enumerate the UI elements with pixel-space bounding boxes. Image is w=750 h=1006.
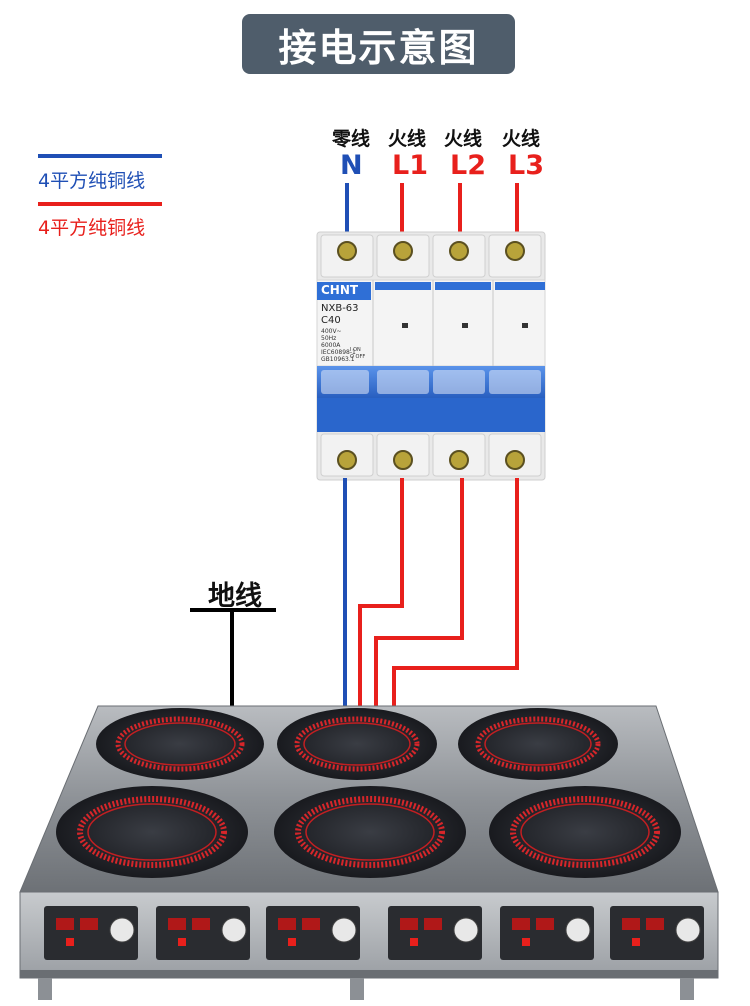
control-panels bbox=[44, 906, 704, 960]
burner-6 bbox=[489, 786, 681, 878]
diagram-title: 接电示意图 bbox=[278, 25, 479, 70]
control-panel-2 bbox=[156, 906, 250, 960]
breaker-bottom-terminals bbox=[320, 433, 542, 477]
terminal-name-l2: 火线 bbox=[444, 128, 483, 150]
breaker-on-label: I ON bbox=[350, 347, 361, 353]
legend-red-line bbox=[38, 202, 162, 206]
control-panel-3 bbox=[266, 906, 360, 960]
terminal-code-l3: L3 bbox=[508, 150, 544, 181]
breaker-brand: CHNT bbox=[321, 283, 359, 297]
burner-4 bbox=[56, 786, 248, 878]
legend-blue-label: 4平方纯铜线 bbox=[38, 170, 146, 192]
breaker-top-terminals bbox=[320, 234, 542, 278]
l3-wire-out bbox=[392, 478, 519, 708]
title-banner: 接电示意图 bbox=[242, 14, 515, 74]
circuit-breaker bbox=[316, 231, 546, 481]
terminal-name-l3: 火线 bbox=[502, 128, 541, 150]
burner-3 bbox=[458, 708, 618, 780]
burner-1 bbox=[96, 708, 264, 780]
breaker-rating: C40 bbox=[321, 315, 341, 326]
terminal-code-l2: L2 bbox=[450, 150, 486, 181]
control-panel-5 bbox=[500, 906, 594, 960]
terminal-name-l1: 火线 bbox=[388, 128, 427, 150]
control-panel-4 bbox=[388, 906, 482, 960]
breaker-standard-2: GB10963.1 bbox=[321, 356, 355, 363]
breaker-frequency: 50Hz bbox=[321, 335, 337, 342]
terminal-name-n: 零线 bbox=[332, 128, 371, 150]
breaker-voltage: 400V~ bbox=[321, 328, 342, 335]
l1-wire-out bbox=[358, 478, 404, 708]
breaker-capacity: 6000A bbox=[321, 342, 341, 349]
l2-wire-out bbox=[374, 478, 464, 708]
breaker-model: NXB-63 bbox=[321, 303, 359, 314]
terminal-code-l1: L1 bbox=[392, 150, 428, 181]
control-panel-1 bbox=[44, 906, 138, 960]
burner-2 bbox=[277, 708, 437, 780]
control-panel-6 bbox=[610, 906, 704, 960]
burner-5 bbox=[274, 786, 466, 878]
breaker-standard-1: IEC60898-1 bbox=[321, 349, 356, 356]
legend-red-label: 4平方纯铜线 bbox=[38, 217, 146, 239]
breaker-off-label: O OFF bbox=[350, 354, 366, 360]
earth-label: 地线 bbox=[208, 581, 262, 612]
legend-blue-line bbox=[38, 154, 162, 158]
terminal-code-n: N bbox=[340, 150, 363, 181]
